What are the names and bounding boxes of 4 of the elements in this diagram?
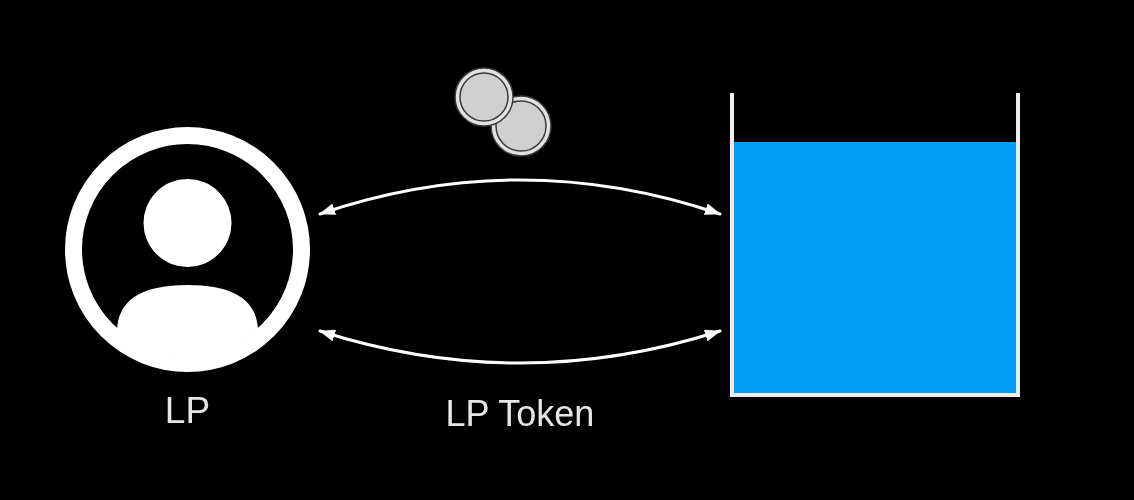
double-headed-arrow	[318, 178, 722, 216]
double-headed-arrow	[318, 329, 722, 365]
liquid-tank	[730, 91, 1020, 397]
node-label: LP	[164, 392, 211, 429]
